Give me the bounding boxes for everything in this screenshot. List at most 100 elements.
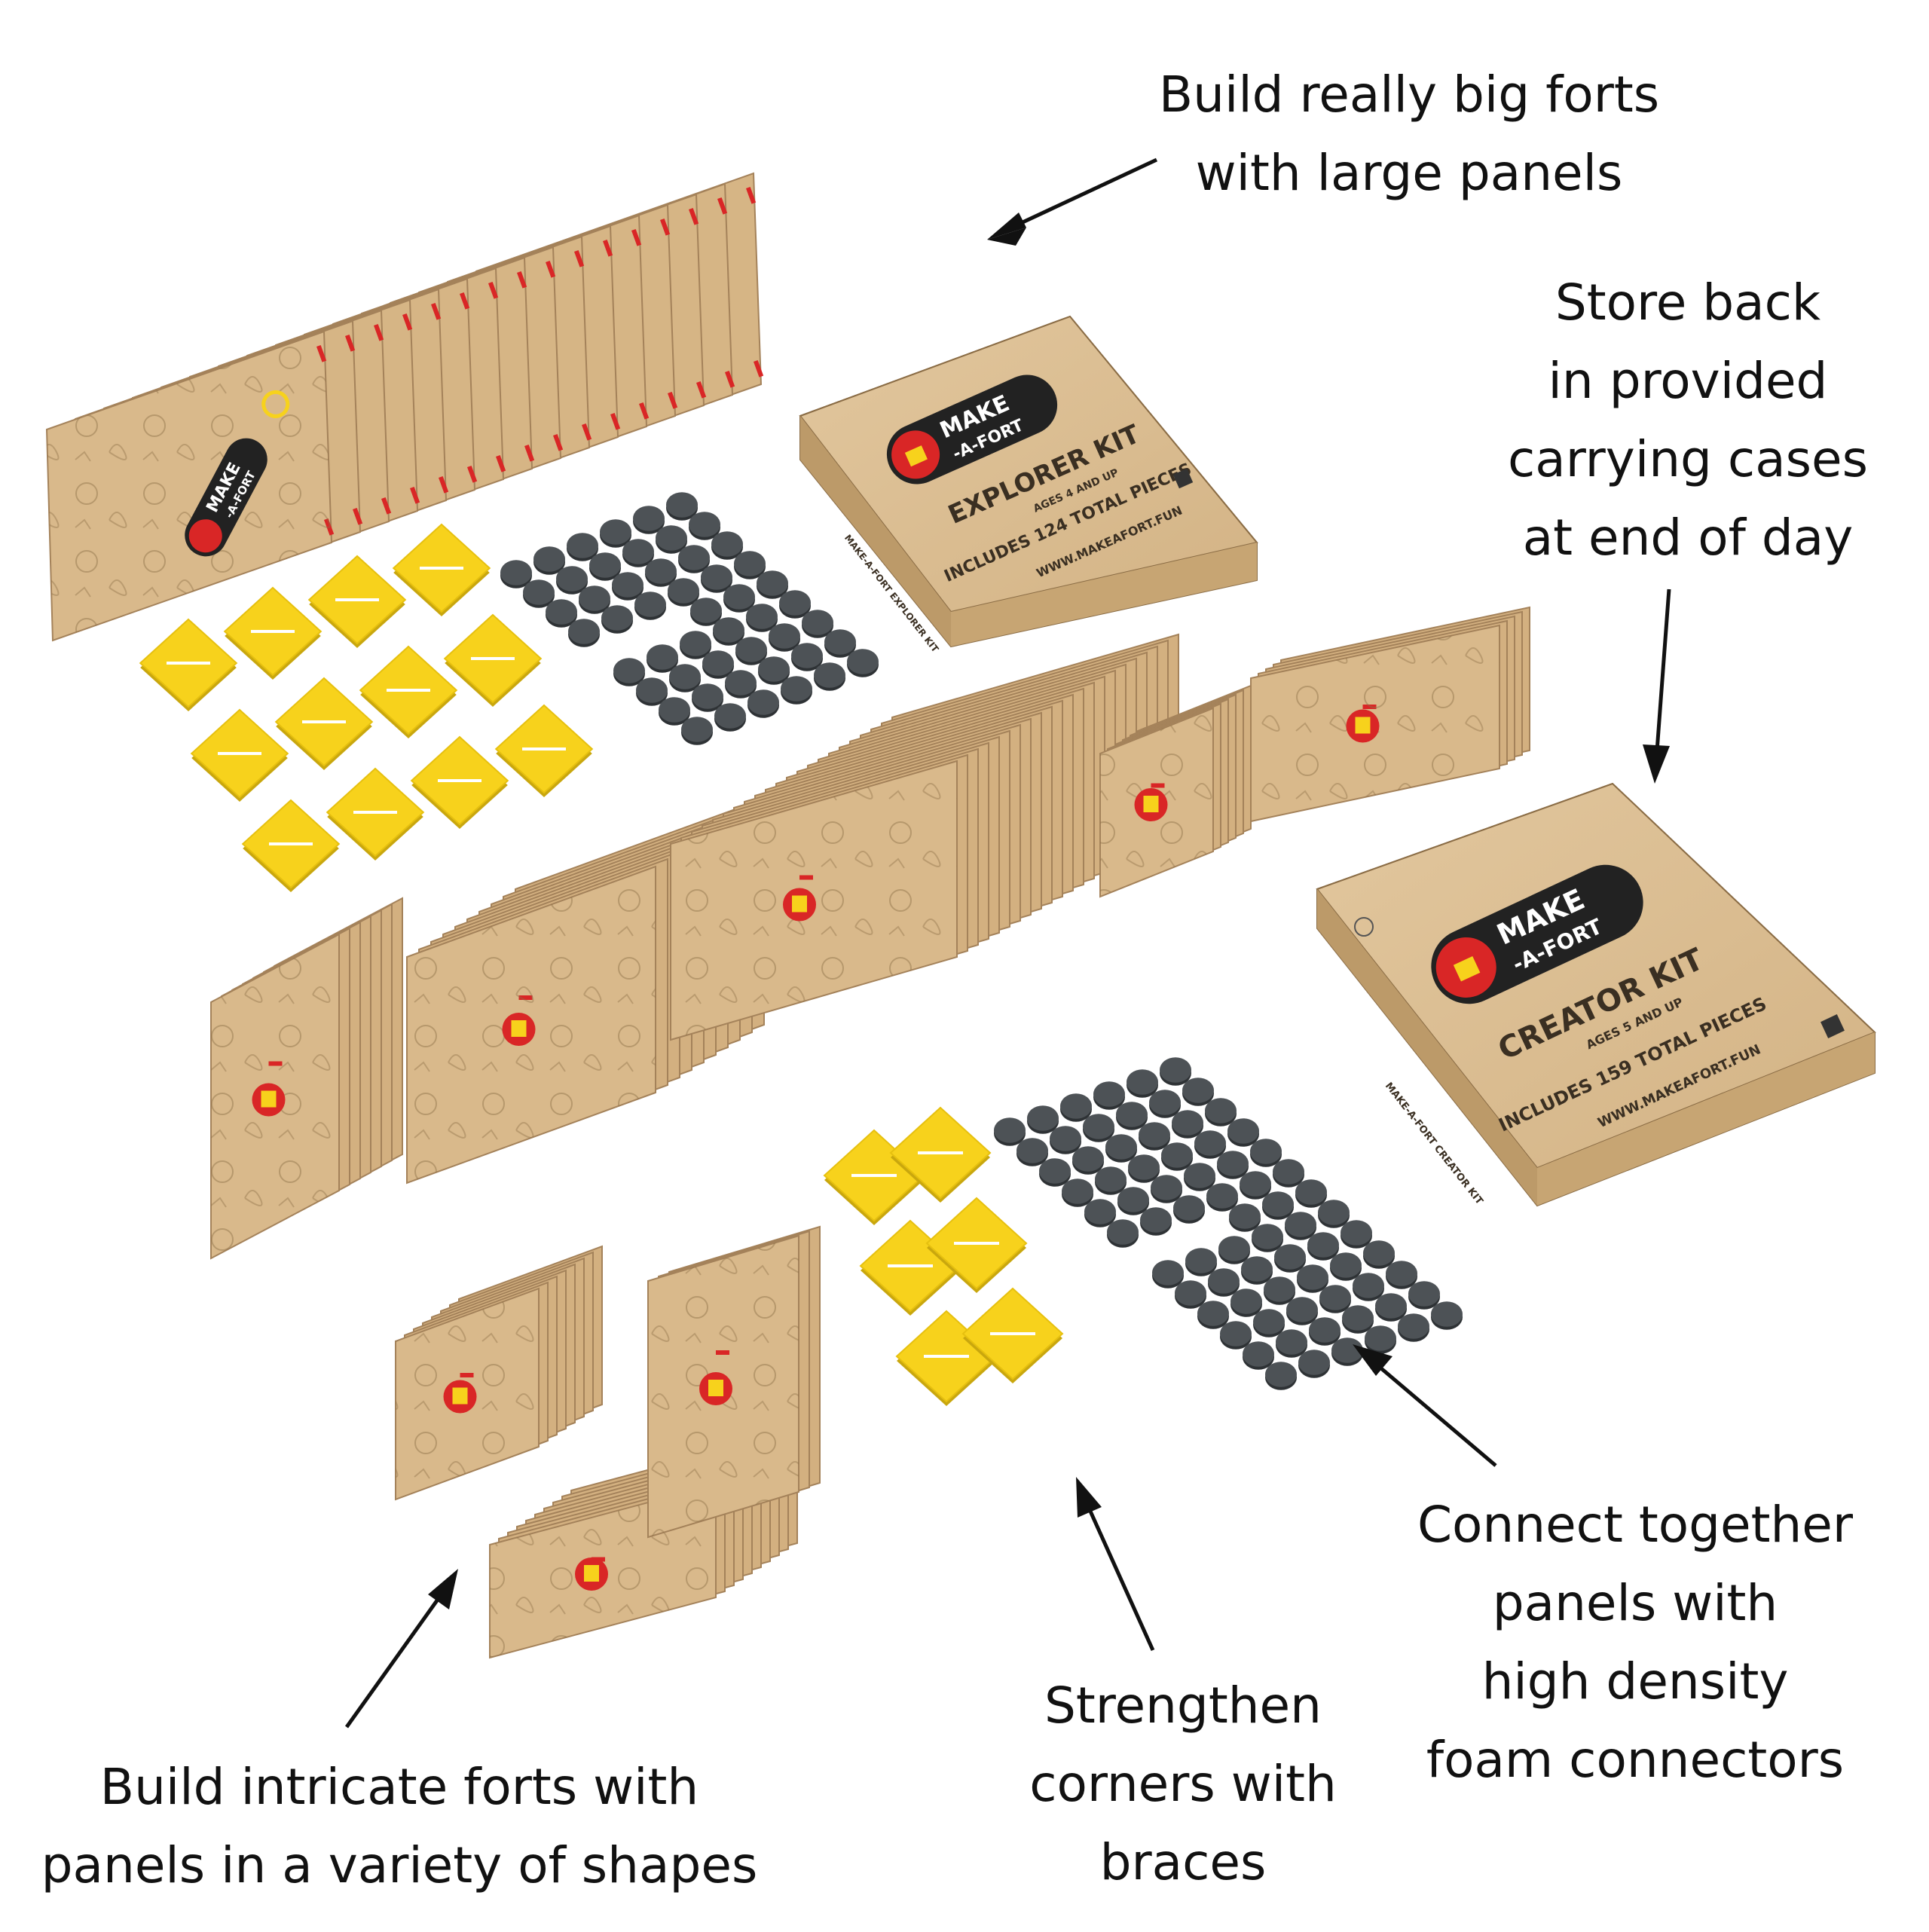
panel-red-slot <box>582 423 592 441</box>
explorer-kit-box: MAKE -A-FORT EXPLORER KIT AGES 4 AND UP … <box>799 315 1258 655</box>
panel-red-slot <box>754 359 764 378</box>
foam-connector <box>656 525 687 551</box>
foam-connector <box>757 570 788 596</box>
foam-connector <box>645 558 677 584</box>
foam-connector <box>567 533 598 558</box>
foam-connector <box>847 649 879 674</box>
panel-doodles <box>47 332 332 640</box>
panel-logo-crown <box>452 1387 468 1405</box>
foam-connector <box>1307 1232 1339 1258</box>
panel-logo-crest <box>188 519 222 553</box>
foam-connector <box>1128 1154 1160 1180</box>
panel-red-slot <box>410 486 420 504</box>
foam-connector <box>802 610 833 635</box>
panel-logo-crown <box>584 1565 599 1582</box>
panel-red-slot <box>517 271 527 289</box>
foam-connector <box>680 631 711 656</box>
foam-connector <box>690 598 722 623</box>
foam-connector <box>666 492 698 518</box>
panel-red-slot <box>689 207 699 225</box>
panel-red-slot <box>381 497 392 515</box>
foam-connector <box>636 677 668 703</box>
foam-connector <box>711 531 743 557</box>
foam-connector <box>1274 1244 1306 1270</box>
foam-connector <box>1105 1134 1137 1160</box>
foam-connector <box>1286 1297 1318 1322</box>
foam-connector <box>692 683 723 709</box>
small-panel-stacks <box>395 1225 821 1659</box>
foam-connector <box>791 643 823 668</box>
panel-red-slot <box>488 281 499 299</box>
foam-connector <box>1331 1337 1363 1363</box>
explorer-foam-connectors <box>500 492 879 745</box>
foam-connector <box>747 689 779 715</box>
medium-panel-stacks <box>210 606 1530 1260</box>
foam-connector <box>994 1117 1026 1143</box>
foam-connector <box>1264 1276 1295 1302</box>
panel-logo-crown <box>708 1380 723 1396</box>
panel-red-slot <box>402 313 413 331</box>
foam-connector <box>556 566 588 592</box>
foam-connector <box>1386 1261 1417 1286</box>
foam-connector <box>689 512 720 537</box>
foam-connector <box>1039 1158 1071 1184</box>
foam-connector <box>1208 1268 1240 1294</box>
panel-red-slot <box>631 228 642 246</box>
panel-red-slot <box>374 323 384 341</box>
panel-red-slot <box>546 260 556 278</box>
foam-connector <box>1175 1280 1206 1306</box>
panel-red-slot <box>660 218 671 236</box>
foam-connector <box>1172 1110 1203 1136</box>
foam-connector <box>1117 1187 1149 1212</box>
foam-connector <box>1184 1163 1215 1188</box>
foam-connector <box>1341 1220 1372 1246</box>
foam-connector <box>1319 1285 1351 1310</box>
explorer-corner-braces <box>139 523 594 892</box>
creator-kit-box: MAKE -A-FORT CREATOR KIT AGES 5 AND UP I… <box>1316 782 1876 1207</box>
foam-connector <box>1185 1248 1217 1273</box>
foam-connector <box>612 572 644 598</box>
foam-connector <box>634 592 666 617</box>
foam-connector <box>1431 1301 1463 1327</box>
foam-connector <box>779 590 811 616</box>
panel-red-slot <box>610 412 621 430</box>
creator-foam-connectors <box>994 1057 1463 1390</box>
foam-connector <box>1027 1105 1059 1131</box>
panel-logo-crown <box>792 895 807 913</box>
foam-connector <box>1330 1252 1362 1278</box>
foam-connector <box>1309 1317 1341 1343</box>
foam-connector <box>1375 1293 1407 1319</box>
foam-connector <box>1127 1069 1158 1095</box>
foam-connector <box>1095 1166 1127 1192</box>
panel-logo: MAKE-A-FORT <box>185 390 290 557</box>
foam-connector <box>659 697 690 723</box>
foam-connector <box>713 617 744 643</box>
foam-connector <box>1205 1098 1237 1123</box>
foam-connector <box>600 519 631 545</box>
panel-red-slot <box>717 197 728 215</box>
foam-connector <box>1050 1126 1081 1151</box>
foam-connector <box>669 664 701 689</box>
panel-logo-crown <box>261 1090 277 1108</box>
foam-connector <box>734 551 766 576</box>
foam-connector <box>568 619 600 644</box>
foam-connector <box>1197 1301 1229 1326</box>
foam-connector <box>814 662 845 688</box>
foam-connector <box>1173 1195 1205 1221</box>
foam-connector <box>1062 1178 1093 1204</box>
panel-logo-crown <box>511 1020 527 1037</box>
panel-red-slot <box>460 292 470 310</box>
foam-connector <box>1240 1171 1271 1197</box>
foam-connector <box>1083 1114 1114 1139</box>
panel-yellow-ring <box>261 390 290 418</box>
foam-connector <box>1342 1305 1374 1331</box>
foam-connector <box>1072 1146 1104 1172</box>
callout-arrows <box>344 157 1671 1729</box>
panel-red-slot <box>467 465 478 483</box>
callout-connect-panels: Connect together panels with high densit… <box>1417 1496 1854 1789</box>
foam-connector <box>824 629 856 655</box>
foam-connector <box>701 564 732 590</box>
panel-red-slot <box>603 239 613 257</box>
callout-intricate-forts: Build intricate forts with panels in a v… <box>41 1758 758 1894</box>
foam-connector <box>601 605 633 631</box>
